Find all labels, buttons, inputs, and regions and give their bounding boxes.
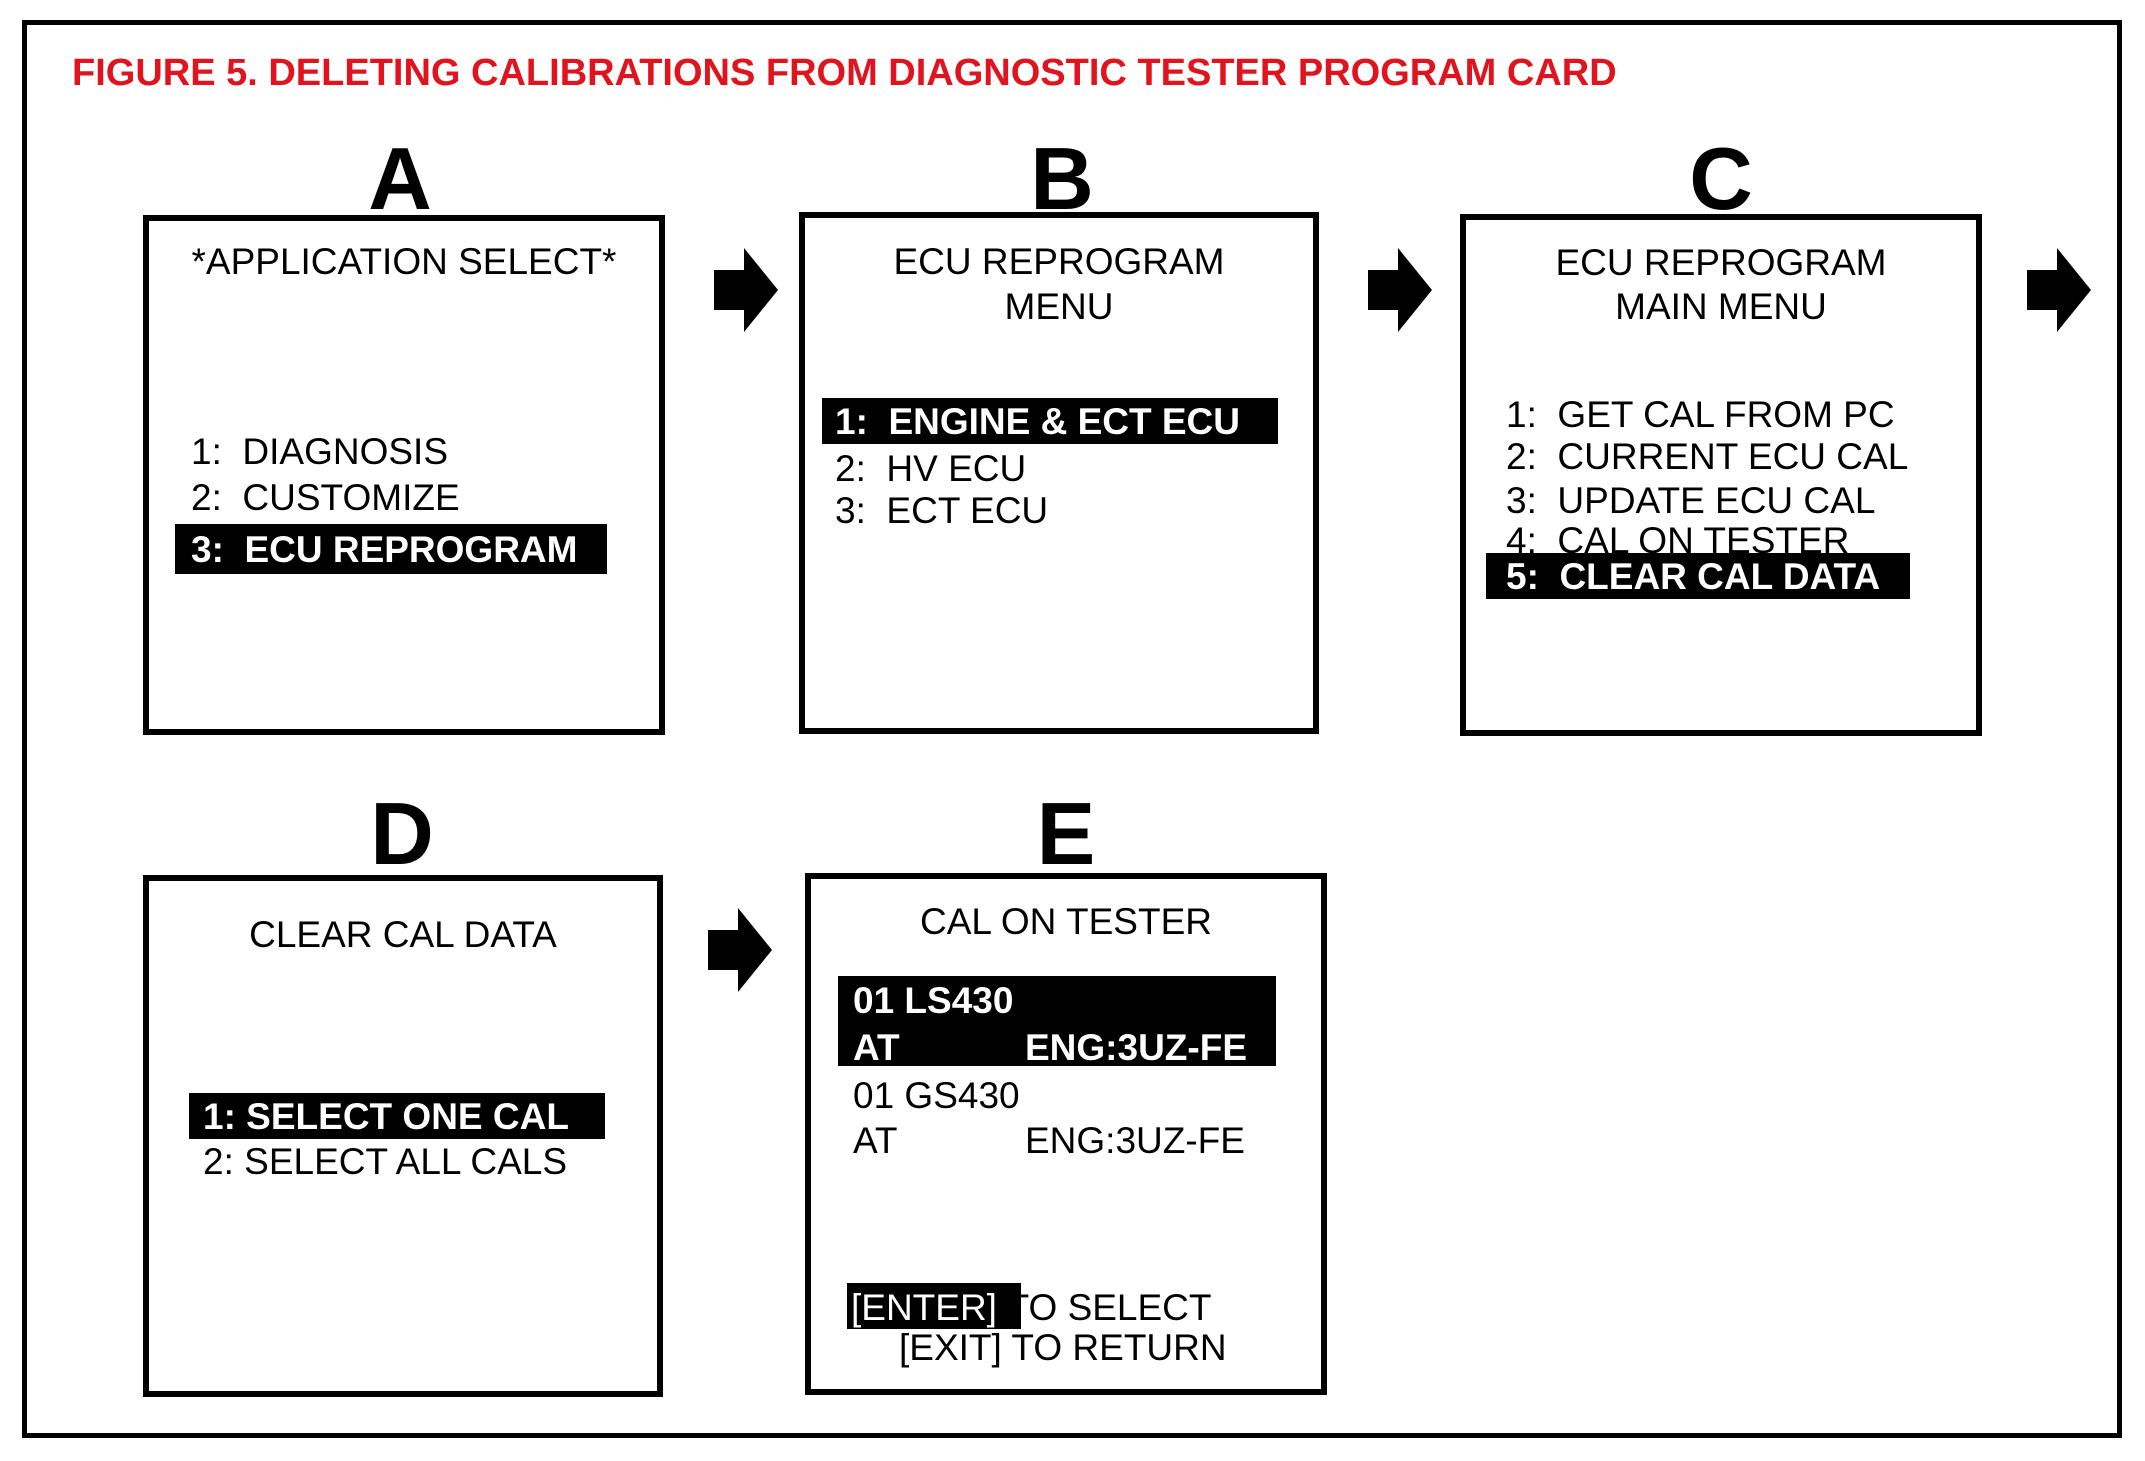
right-arrow-icon — [708, 908, 772, 992]
screen-application-select: *APPLICATION SELECT* 1: DIAGNOSIS 2: CUS… — [143, 215, 665, 735]
menu-item-update-ecu-cal[interactable]: 3: UPDATE ECU CAL — [1506, 480, 1876, 521]
step-letter-e: E — [1036, 784, 1096, 883]
cal-entry-1-model[interactable]: 01 LS430 — [853, 980, 1014, 1021]
exit-key-label: [EXIT] — [899, 1327, 1002, 1368]
screen-header-line1: ECU REPROGRAM — [1555, 242, 1887, 283]
screen-cal-on-tester: CAL ON TESTER 01 LS430 AT ENG:3UZ-FE 01 … — [805, 873, 1327, 1395]
figure-title: FIGURE 5. DELETING CALIBRATIONS FROM DIA… — [72, 52, 1617, 94]
screen-header: *APPLICATION SELECT* — [191, 241, 617, 282]
menu-item-hv-ecu[interactable]: 2: HV ECU — [835, 448, 1027, 489]
enter-key-label: [ENTER] — [851, 1287, 997, 1328]
screen-header: CAL ON TESTER — [920, 901, 1212, 942]
cal-entry-2-engine[interactable]: ENG:3UZ-FE — [1025, 1120, 1245, 1161]
screen-header-line2: MENU — [1004, 286, 1114, 327]
cal-entry-1-trans[interactable]: AT — [853, 1027, 900, 1068]
menu-item-current-ecu-cal[interactable]: 2: CURRENT ECU CAL — [1506, 436, 1909, 477]
screen-header-line1: ECU REPROGRAM — [893, 241, 1225, 282]
menu-item-engine-ect-ecu[interactable]: 1: ENGINE & ECT ECU — [835, 401, 1240, 442]
screen-ecu-reprogram-menu: ECU REPROGRAM MENU 1: ENGINE & ECT ECU 2… — [799, 212, 1319, 734]
exit-key-text: TO RETURN — [1001, 1327, 1227, 1368]
menu-item-diagnosis[interactable]: 1: DIAGNOSIS — [191, 431, 449, 472]
menu-item-select-all-cals[interactable]: 2: SELECT ALL CALS — [203, 1141, 568, 1182]
right-arrow-icon — [2027, 248, 2091, 332]
selection-highlight — [1486, 553, 1910, 599]
selection-highlight — [838, 976, 1276, 1066]
exit-instruction: [EXIT] TO RETURN — [899, 1329, 1227, 1366]
cal-entry-2-model[interactable]: 01 GS430 — [853, 1075, 1020, 1116]
step-letter-d: D — [370, 784, 434, 883]
right-arrow-icon — [714, 248, 778, 332]
cal-entry-1-engine[interactable]: ENG:3UZ-FE — [1025, 1027, 1247, 1068]
screen-header: CLEAR CAL DATA — [249, 914, 557, 955]
menu-item-clear-cal-data[interactable]: 5: CLEAR CAL DATA — [1506, 556, 1881, 597]
step-letter-a: A — [368, 129, 432, 228]
screen-ecu-reprogram-main-menu: ECU REPROGRAM MAIN MENU 1: GET CAL FROM … — [1460, 214, 1982, 736]
screen-clear-cal-data: CLEAR CAL DATA 1: SELECT ONE CAL 2: SELE… — [143, 875, 663, 1397]
step-letter-b: B — [1030, 129, 1094, 228]
menu-item-cal-on-tester[interactable]: 4: CAL ON TESTER — [1506, 520, 1850, 561]
enter-instruction: [ENTER] TO SELECT — [851, 1289, 1212, 1326]
menu-item-select-one-cal[interactable]: 1: SELECT ONE CAL — [203, 1096, 569, 1137]
selection-highlight — [175, 524, 607, 574]
figure-frame — [22, 20, 2122, 1438]
step-letter-c: C — [1689, 129, 1753, 228]
menu-item-ecu-reprogram[interactable]: 3: ECU REPROGRAM — [191, 529, 578, 570]
menu-item-ect-ecu[interactable]: 3: ECT ECU — [835, 490, 1049, 531]
right-arrow-icon — [1368, 248, 1432, 332]
menu-item-get-cal-from-pc[interactable]: 1: GET CAL FROM PC — [1506, 394, 1895, 435]
selection-highlight — [189, 1093, 605, 1139]
enter-key-highlight — [847, 1283, 1021, 1329]
enter-key-text: TO SELECT — [996, 1287, 1212, 1328]
cal-entry-2-trans[interactable]: AT — [853, 1120, 898, 1161]
menu-item-customize[interactable]: 2: CUSTOMIZE — [191, 477, 460, 518]
selection-highlight — [822, 398, 1278, 444]
screen-header-line2: MAIN MENU — [1615, 286, 1827, 327]
